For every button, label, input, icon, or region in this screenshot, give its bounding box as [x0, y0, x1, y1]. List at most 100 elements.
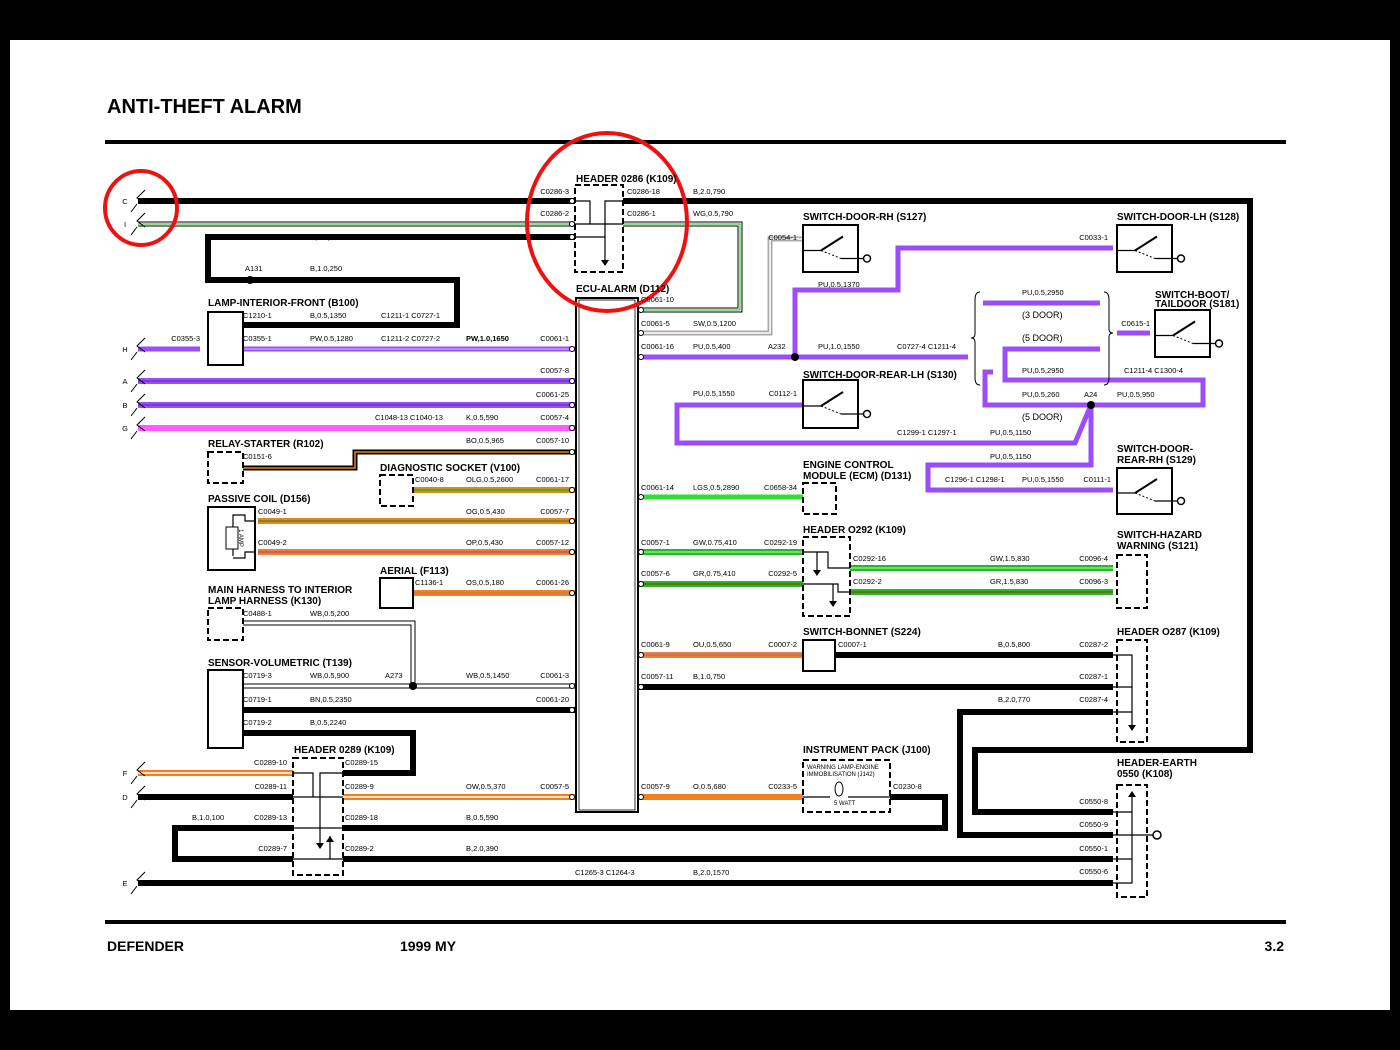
wire-code-label: GW,1.5,830: [990, 554, 1030, 563]
connector-label: C0719-3: [243, 671, 272, 680]
component-label: PASSIVE COIL (D156): [208, 494, 310, 505]
wire-code-label: O,0.5,680: [693, 782, 726, 791]
connector-label: C0286-3: [540, 187, 569, 196]
splice-junction: [409, 682, 417, 690]
switch-lever-icon: [820, 391, 844, 407]
wire: [925, 405, 1113, 493]
connector-pin: [569, 449, 575, 455]
annotation-circle: [525, 131, 689, 313]
component-label: SWITCH-DOOR-REAR-LH (S130): [803, 370, 957, 381]
switch-lever-icon: [820, 235, 844, 252]
component-label: LAMP HARNESS (K130): [208, 596, 321, 607]
connector-pin: [569, 518, 575, 524]
wire-code-label: K,0.5,590: [466, 413, 498, 422]
component-label: ECU-ALARM (D112): [576, 284, 669, 295]
splice-label: A232: [768, 342, 786, 351]
wire: [623, 198, 1253, 815]
harness-break-icon: [130, 337, 146, 361]
splice-junction: [1087, 401, 1095, 409]
connector-label: C0061-26: [536, 578, 569, 587]
harness-end-label: A: [122, 377, 127, 386]
switch-bonnet-box: [802, 639, 836, 672]
bulb-icon: [834, 781, 844, 797]
harness-end-label: F: [123, 769, 128, 778]
ecu-alarm-box: [575, 297, 639, 813]
connector-label: C0057-9: [641, 782, 670, 791]
harness-break-icon: [130, 189, 146, 213]
connector-label: C0355-3: [171, 334, 200, 343]
connector-label: C0727-4 C1211-4: [897, 342, 956, 351]
connector-label: C0061-16: [641, 342, 674, 351]
connector-pin: [569, 707, 575, 713]
connector-label: C0096-3: [1079, 577, 1108, 586]
connector-label: C0292-19: [764, 538, 797, 547]
wire: [674, 402, 1094, 446]
connector-pin: [569, 221, 575, 227]
earth-symbol-icon: [813, 570, 821, 576]
wires: [138, 198, 1253, 886]
connector-label: C0049-1: [258, 507, 287, 516]
connector-pin: [638, 307, 644, 313]
wire-stripe: [638, 238, 803, 334]
component-label: WARNING (S121): [1117, 541, 1198, 552]
wire-code-label: PU,0.5,400: [693, 342, 731, 351]
wire: [243, 730, 416, 776]
wire: [792, 245, 1113, 357]
wire-stripe: [623, 223, 741, 311]
switch-throw: [1172, 335, 1194, 344]
component-label: SWITCH-BOOT/: [1155, 290, 1230, 301]
switch-boot-box: [1154, 309, 1211, 358]
connector-pin: [638, 494, 644, 500]
connector-label: C0057-7: [540, 507, 569, 516]
wire-code-label: PU,0.5,2950: [1022, 366, 1064, 375]
earth-symbol-icon: [1128, 725, 1136, 731]
switch-door-rear-lh-box: [802, 379, 859, 429]
component-label: SENSOR-VOLUMETRIC (T139): [208, 658, 352, 669]
component-label: HEADER 0289 (K109): [294, 745, 395, 756]
wire-code-label: WG,0.5,790: [693, 209, 733, 218]
footer-rule: [105, 920, 1286, 924]
connector-pin: [569, 487, 575, 493]
connector-label: C0289-15: [345, 758, 378, 767]
connector-label: C1211-4 C1300-4: [1124, 366, 1183, 375]
internal-link: [233, 551, 255, 559]
harness-break-icon: [130, 393, 146, 417]
lamp-interior-front-box: [207, 311, 244, 366]
earth-point-icon: [1176, 254, 1186, 263]
wire-code-label: WB,0.5,200: [310, 609, 349, 618]
footer-year: 1999 MY: [400, 938, 457, 954]
connector-label: C0007-2: [768, 640, 797, 649]
diagnostic-socket-box: [379, 474, 414, 507]
harness-break-icon: [130, 212, 146, 236]
connector-label: C0061-5: [641, 319, 670, 328]
connector-pin: [569, 549, 575, 555]
component-sublabel: IMMOBILISATION (J142): [807, 772, 875, 778]
connector-label: C0615-1: [1121, 319, 1150, 328]
internal-link: [319, 772, 343, 848]
connector-label: C0057-4: [540, 413, 569, 422]
wire: [957, 709, 1113, 838]
connector-pin: [569, 794, 575, 800]
coil-resistor-symbol: [225, 526, 239, 550]
ecu-alarm-box-inner: [578, 299, 636, 811]
switch-hazard-box: [1116, 554, 1148, 609]
harness-end-label: C: [122, 197, 128, 206]
component-label: SWITCH-BONNET (S224): [803, 627, 921, 638]
connector-label: C0287-1: [1079, 672, 1108, 681]
connector-label: C0286-17: [536, 233, 569, 242]
component-label: ENGINE CONTROL: [803, 460, 894, 471]
wire-code-label: BO,0.5,965: [466, 436, 504, 445]
switch-throw: [1134, 492, 1156, 502]
ecm-box: [802, 482, 837, 515]
connector-label: C0007-1: [838, 640, 867, 649]
sensor-volumetric-box: [207, 669, 244, 749]
connector-label: C0292-5: [768, 569, 797, 578]
switch-throw: [820, 250, 842, 259]
connector-label: C0049-2: [258, 538, 287, 547]
connector-label: C0057-8: [540, 366, 569, 375]
component-label: MAIN HARNESS TO INTERIOR: [208, 585, 353, 596]
internal-link: [575, 200, 623, 238]
wire-code-label: PU,0.5,1150: [990, 428, 1031, 437]
connector-label: C0061-17: [536, 475, 569, 484]
